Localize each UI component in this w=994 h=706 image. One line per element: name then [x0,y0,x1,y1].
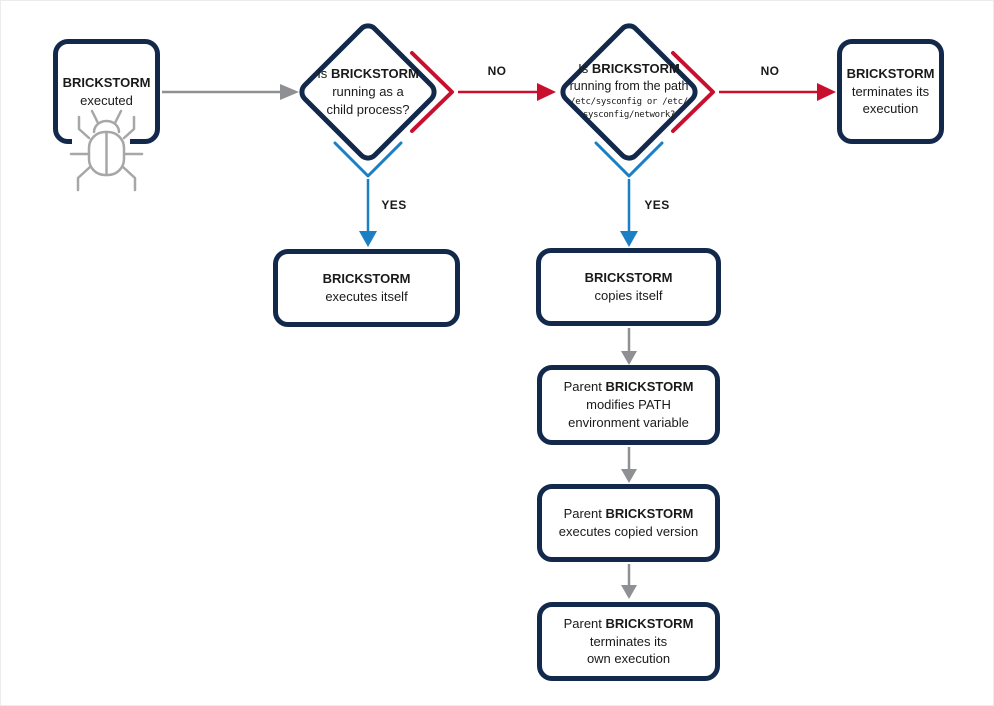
edge-label-no-path: NO [760,64,780,78]
decision-run-path-label: Is BRICKSTORM running from the path /etc… [569,61,689,121]
arrow-modifies-to-executes [621,447,637,483]
node-text: BRICKSTORM copies itself [584,270,673,303]
node-terminates-own-execution: Parent BRICKSTORM terminates its own exe… [537,602,720,681]
node-text: BRICKSTORM executed [62,74,151,108]
node-text: Parent BRICKSTORM modifies PATH environm… [563,379,694,430]
node-executes-copied-version: Parent BRICKSTORM executes copied versio… [537,484,720,562]
node-modifies-path: Parent BRICKSTORM modifies PATH environm… [537,365,720,445]
node-terminates-execution: BRICKSTORM terminates its execution [837,39,944,144]
edge-label-yes-path: YES [644,198,670,212]
arrow-copies-to-modifies [621,328,637,365]
node-executes-itself: BRICKSTORM executes itself [273,249,460,327]
edge-label-yes-child: YES [381,198,407,212]
node-text: BRICKSTORM executes itself [322,271,411,304]
node-text: BRICKSTORM terminates its execution [846,65,935,117]
node-text: Parent BRICKSTORM terminates its own exe… [563,615,694,667]
decision-child-process-label: Is BRICKSTORM running as a child process… [317,66,419,117]
node-brickstorm-executed: BRICKSTORM executed [53,39,160,144]
arrow-start-to-decision1 [162,84,299,100]
arrow-executes-to-terminates [621,564,637,599]
node-text: Parent BRICKSTORM executes copied versio… [558,506,699,539]
edge-label-no-child: NO [487,64,507,78]
node-copies-itself: BRICKSTORM copies itself [536,248,721,326]
